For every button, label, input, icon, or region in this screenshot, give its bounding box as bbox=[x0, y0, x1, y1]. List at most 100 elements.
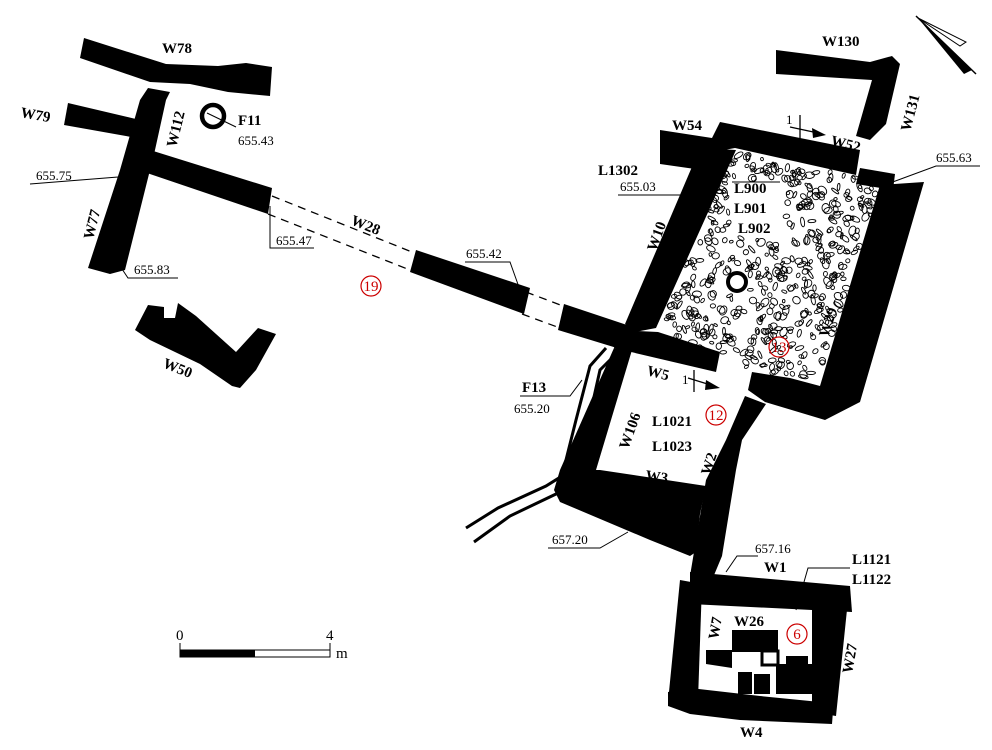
pebble bbox=[773, 312, 782, 320]
pebble bbox=[731, 335, 737, 342]
label-w28: W28 bbox=[349, 213, 383, 239]
pebble bbox=[777, 349, 784, 356]
unit-19: 19 bbox=[364, 279, 379, 295]
elevation-655-43: 655.43 bbox=[238, 133, 274, 148]
pebble bbox=[728, 239, 734, 244]
pebble bbox=[755, 328, 760, 335]
pebble bbox=[771, 338, 777, 347]
pebble bbox=[714, 261, 722, 269]
pebble bbox=[831, 272, 838, 279]
pebble bbox=[802, 364, 808, 371]
pebble bbox=[781, 289, 788, 294]
pebble bbox=[691, 290, 702, 298]
pebble bbox=[679, 288, 687, 296]
label-w7: W7 bbox=[706, 615, 726, 640]
pebble bbox=[746, 345, 755, 354]
pebble bbox=[782, 213, 791, 219]
pebble bbox=[685, 283, 691, 294]
pebble bbox=[748, 245, 756, 254]
pebble bbox=[791, 237, 798, 247]
western-walls bbox=[64, 38, 276, 388]
pebble bbox=[787, 328, 794, 335]
pebble bbox=[773, 162, 780, 173]
pebble bbox=[735, 305, 743, 311]
pebble bbox=[724, 169, 731, 178]
pebble bbox=[788, 174, 795, 181]
pebble bbox=[709, 340, 715, 345]
pebble bbox=[771, 161, 777, 168]
pebble bbox=[762, 328, 770, 336]
pebble bbox=[750, 167, 755, 173]
pebble bbox=[736, 239, 745, 248]
unit-12: 12 bbox=[709, 408, 724, 424]
pebble bbox=[708, 323, 714, 335]
pebble bbox=[867, 198, 877, 206]
pebble bbox=[725, 219, 732, 226]
unit-13: 13 bbox=[772, 340, 787, 356]
pebble bbox=[725, 156, 732, 163]
pebble bbox=[700, 297, 705, 304]
pebble bbox=[785, 190, 791, 196]
pebble bbox=[710, 219, 719, 226]
pebble bbox=[816, 324, 824, 331]
label-w112: W112 bbox=[164, 109, 188, 148]
pebble bbox=[709, 228, 714, 237]
pebble bbox=[762, 270, 770, 278]
pebble bbox=[734, 309, 742, 318]
pebble bbox=[823, 207, 833, 215]
pebble bbox=[744, 264, 754, 272]
pebble bbox=[762, 164, 773, 174]
pebble bbox=[805, 319, 813, 327]
pebble bbox=[814, 324, 821, 332]
wall-w112-w77 bbox=[88, 88, 170, 274]
eastern-walls bbox=[554, 50, 924, 724]
pebble bbox=[750, 337, 757, 347]
pebble bbox=[719, 340, 729, 344]
pebble bbox=[835, 231, 843, 238]
pebble bbox=[723, 195, 730, 201]
pebble bbox=[798, 374, 809, 380]
stone-paving-pattern bbox=[663, 151, 879, 380]
pebble bbox=[733, 259, 742, 267]
pebble bbox=[815, 243, 823, 252]
pebble bbox=[709, 290, 717, 298]
pebble bbox=[769, 322, 778, 330]
pebble bbox=[808, 259, 813, 265]
locus-labels: L1302 L900 L901 L902 L1021 L1023 L1121 L… bbox=[598, 163, 891, 588]
pebble bbox=[811, 170, 821, 176]
pebble bbox=[835, 244, 843, 251]
pebble bbox=[737, 235, 745, 241]
scale-end: 4 bbox=[326, 628, 334, 644]
pebble bbox=[807, 219, 817, 224]
pebble bbox=[676, 325, 683, 332]
pebble bbox=[774, 263, 784, 270]
pebble bbox=[785, 266, 793, 274]
pebble bbox=[822, 270, 828, 277]
wall-w5 bbox=[614, 330, 720, 372]
pebble bbox=[821, 203, 830, 213]
label-w54: W54 bbox=[672, 118, 703, 134]
pebble bbox=[803, 236, 811, 246]
pebble bbox=[801, 268, 810, 275]
pebble bbox=[717, 205, 725, 215]
section-arrow-1-south bbox=[687, 370, 720, 392]
pebble bbox=[721, 170, 729, 180]
unit-6: 6 bbox=[793, 627, 801, 643]
pebble bbox=[748, 296, 758, 305]
pebble bbox=[675, 300, 683, 310]
pebble bbox=[715, 188, 723, 194]
section-label-1-south: 1 bbox=[682, 372, 689, 387]
pebble bbox=[682, 259, 690, 268]
wall-w26 bbox=[732, 630, 778, 652]
installation-block bbox=[776, 664, 816, 694]
pebble bbox=[786, 361, 794, 370]
pebble bbox=[846, 195, 853, 201]
pebble bbox=[787, 284, 797, 292]
pebble bbox=[800, 216, 806, 228]
pebble bbox=[667, 302, 676, 310]
pebble bbox=[825, 257, 831, 265]
pebble bbox=[871, 190, 879, 198]
pebble bbox=[795, 203, 803, 210]
pebble bbox=[791, 169, 797, 180]
wall-w3 bbox=[554, 470, 706, 556]
